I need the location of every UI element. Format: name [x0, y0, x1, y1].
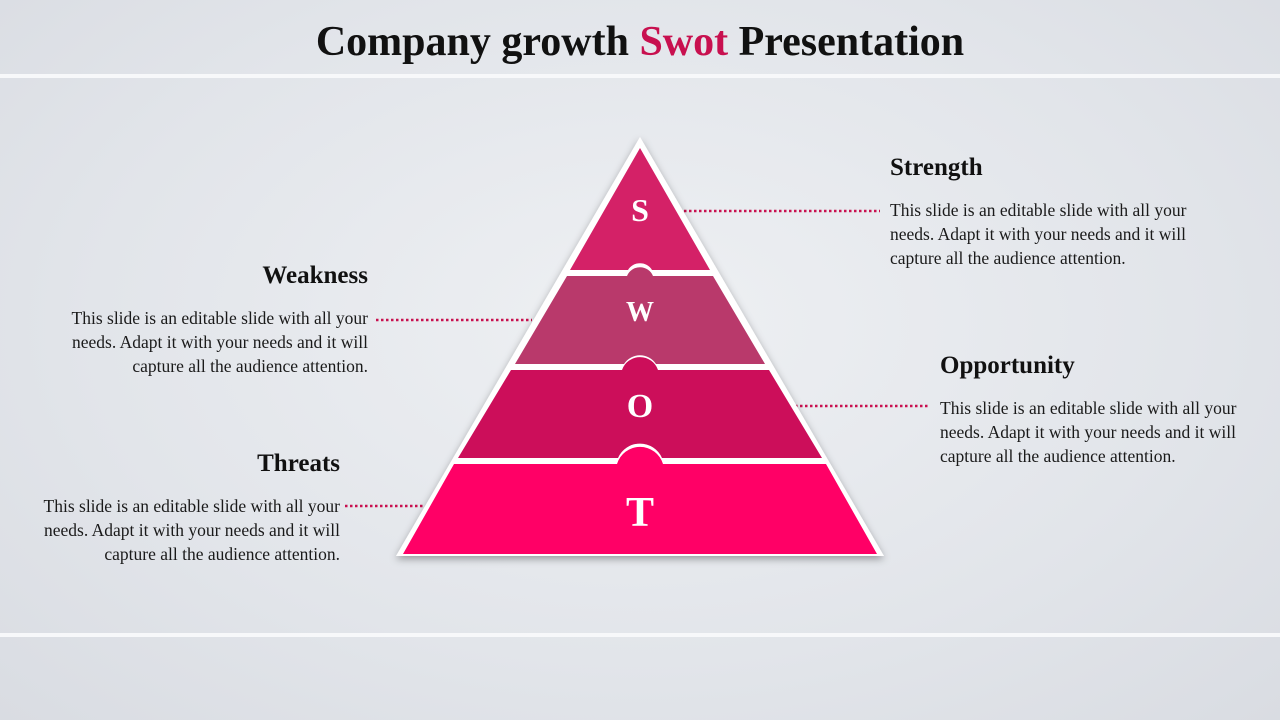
pyramid-segment-s: [570, 148, 710, 270]
weakness-text-line-2: needs. Adapt it with your needs and it w…: [72, 332, 368, 352]
threats-text-line-3: capture all the audience attention.: [104, 544, 340, 564]
weakness-text-line-1: This slide is an editable slide with all…: [71, 308, 368, 328]
weakness-text: This slide is an editable slide with all…: [72, 306, 368, 378]
strength-text: This slide is an editable slide with all…: [890, 198, 1186, 270]
pyramid-letter-s: S: [631, 192, 649, 228]
title-part-2: Presentation: [728, 19, 965, 65]
top-divider: [0, 74, 1280, 78]
threats-text: This slide is an editable slide with all…: [44, 494, 340, 566]
opportunity-text-line-3: capture all the audience attention.: [940, 446, 1176, 466]
threats-text-line-2: needs. Adapt it with your needs and it w…: [44, 520, 340, 540]
weakness-text-line-3: capture all the audience attention.: [132, 356, 368, 376]
weakness-heading: Weakness: [262, 262, 368, 289]
opportunity-text-line-2: needs. Adapt it with your needs and it w…: [940, 422, 1236, 442]
strength-text-line-1: This slide is an editable slide with all…: [890, 200, 1187, 220]
pyramid-segment-o: [458, 357, 822, 458]
opportunity-heading: Opportunity: [940, 352, 1075, 379]
pyramid-segment-w: [515, 267, 765, 364]
strength-heading: Strength: [890, 154, 983, 181]
pyramid-letter-w: W: [626, 297, 654, 328]
opportunity-text: This slide is an editable slide with all…: [940, 396, 1236, 468]
pyramid-segment-t: [403, 446, 877, 554]
bottom-divider: [0, 633, 1280, 637]
slide-title: Company growth Swot Presentation: [0, 18, 1280, 66]
threats-heading: Threats: [257, 450, 340, 477]
pyramid-letter-o: O: [627, 388, 653, 425]
opportunity-text-line-1: This slide is an editable slide with all…: [940, 398, 1237, 418]
pyramid-letter-t: T: [626, 490, 654, 536]
title-part-1: Company growth: [315, 19, 640, 65]
strength-text-line-3: capture all the audience attention.: [890, 248, 1126, 268]
threats-text-line-1: This slide is an editable slide with all…: [43, 496, 340, 516]
title-accent: Swot: [639, 19, 729, 65]
strength-text-line-2: needs. Adapt it with your needs and it w…: [890, 224, 1186, 244]
